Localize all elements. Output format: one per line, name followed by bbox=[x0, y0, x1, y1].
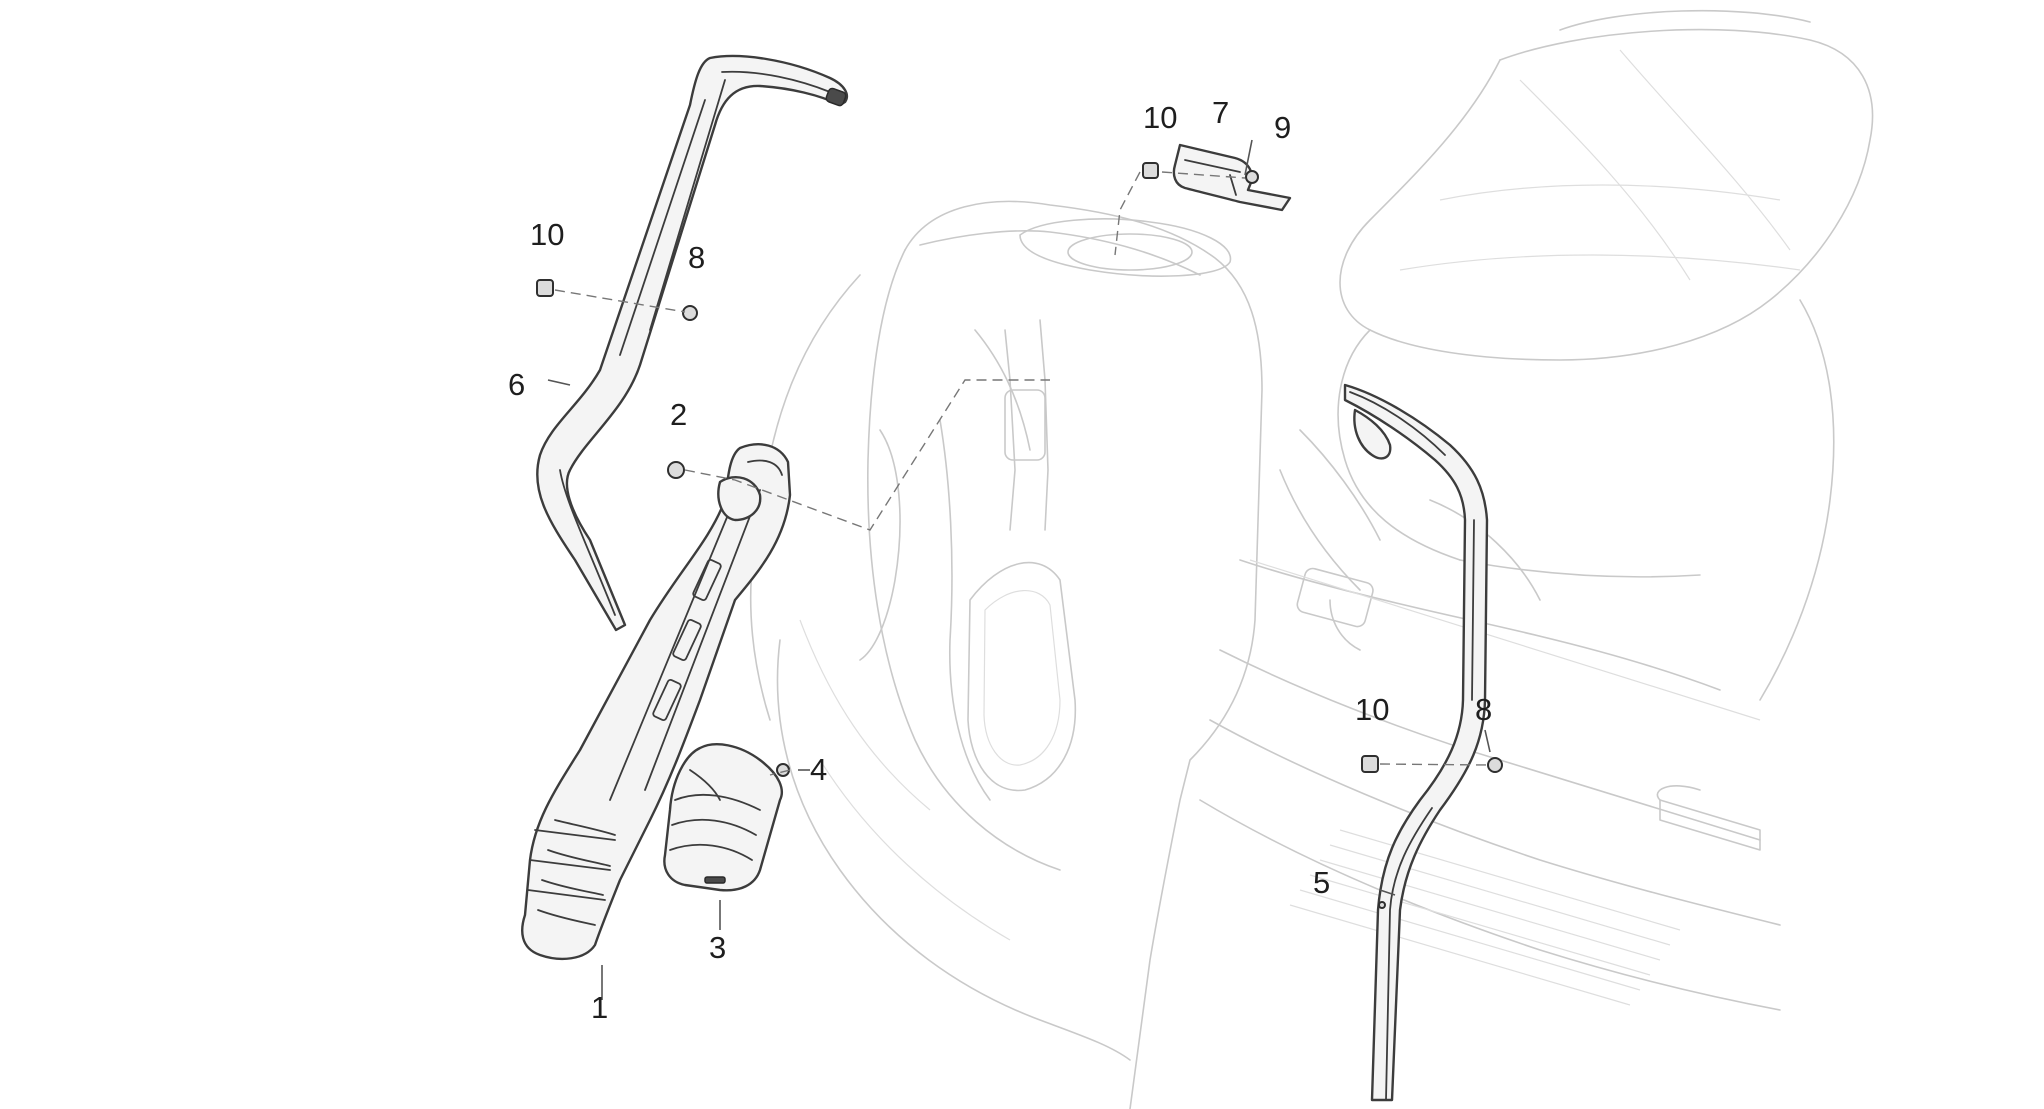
callout-5: 5 bbox=[1313, 865, 1330, 900]
leader-lines bbox=[547, 139, 1491, 1000]
screw-icon bbox=[1487, 757, 1503, 773]
part-1-horn-cover bbox=[521, 443, 792, 961]
callout-10: 10 bbox=[1355, 692, 1389, 727]
callout-9: 9 bbox=[1274, 110, 1291, 145]
scooter-body-outline bbox=[749, 9, 1874, 1109]
screw-icon bbox=[1245, 170, 1259, 184]
callout-8: 8 bbox=[1475, 692, 1492, 727]
clip-nut-icon bbox=[1142, 162, 1159, 179]
part-3-grille bbox=[663, 743, 783, 892]
callout-2: 2 bbox=[670, 397, 687, 432]
callout-10: 10 bbox=[530, 217, 564, 252]
part-5-trim-strip bbox=[1343, 383, 1489, 1102]
callout-6: 6 bbox=[508, 367, 525, 402]
part-6-trim-strip bbox=[536, 54, 849, 632]
callout-labels: 6 10 8 2 1 3 4 10 7 9 10 8 5 bbox=[508, 95, 1492, 1025]
hardware-fasteners bbox=[536, 162, 1503, 777]
screw-icon bbox=[667, 461, 685, 479]
clip-nut-icon bbox=[536, 279, 554, 297]
clip-nut-icon bbox=[1361, 755, 1379, 773]
callout-1: 1 bbox=[591, 990, 608, 1025]
callout-10: 10 bbox=[1143, 100, 1177, 135]
callout-7: 7 bbox=[1212, 95, 1229, 130]
callout-8: 8 bbox=[688, 240, 705, 275]
callout-4: 4 bbox=[810, 752, 827, 787]
callout-3: 3 bbox=[709, 930, 726, 965]
screw-icon bbox=[682, 305, 698, 321]
assembly-dash-lines bbox=[554, 171, 1489, 776]
